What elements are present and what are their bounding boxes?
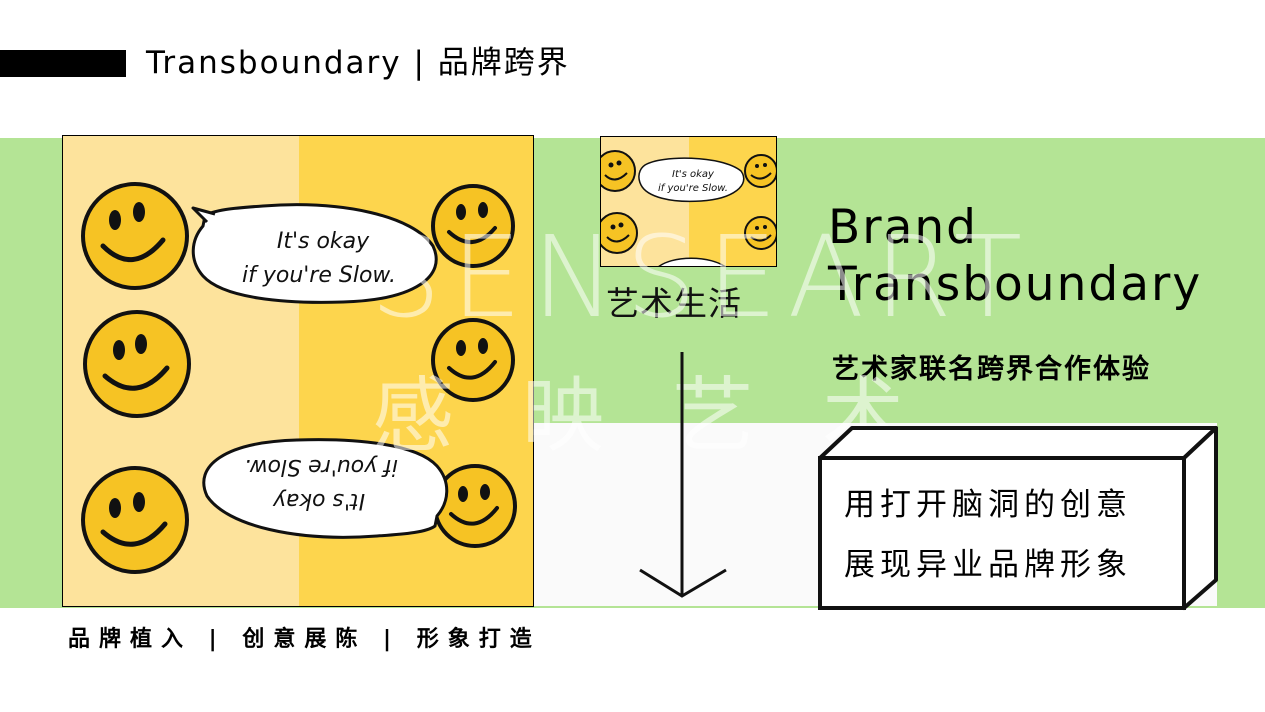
page-title: Transboundary | 品牌跨界	[146, 45, 570, 81]
thumbnail-caption: 艺术生活	[606, 284, 742, 323]
brand-heading-line2: Transboundary	[828, 257, 1203, 312]
bubble-text-line2: if you're Slow.	[244, 454, 398, 479]
smiley-icon	[744, 216, 776, 250]
smiley-artwork: It's okay if you're Slow. It's okay if y…	[63, 136, 533, 606]
watermark-en: SENSEART	[370, 213, 1033, 343]
box-text-line2: 展现异业品牌形象	[844, 547, 1132, 583]
down-arrow-icon	[639, 352, 727, 598]
bubble-text-line2: if you're Slow.	[658, 183, 728, 194]
bubble-text-line1: It's okay	[272, 488, 365, 513]
speech-bubble-top: It's okay if you're Slow.	[191, 203, 438, 304]
smiley-icon	[431, 318, 515, 402]
bubble-text-line1: It's okay	[277, 229, 370, 254]
speech-bubble-thumb: It's okay if you're Slow.	[638, 157, 745, 203]
brand-heading-line1: Brand	[828, 200, 978, 255]
smiley-icon	[433, 464, 517, 548]
smiley-icon	[744, 154, 776, 188]
footer-tagline: 品牌植入 | 创意展陈 | 形象打造	[68, 627, 541, 652]
smiley-artwork-thumb: It's okay if you're Slow.	[601, 137, 776, 266]
smiley-icon	[431, 184, 515, 268]
watermark-cn: 感映艺术	[372, 369, 973, 464]
bubble-text-line1: It's okay	[672, 169, 715, 180]
smiley-icon	[81, 182, 189, 290]
smiley-icon	[601, 150, 636, 192]
speech-bubble-bottom: It's okay if you're Slow.	[202, 438, 449, 539]
brand-subtitle: 艺术家联名跨界合作体验	[832, 354, 1151, 385]
box-text-line1: 用打开脑洞的创意	[844, 487, 1132, 523]
artwork-thumbnail: It's okay if you're Slow.	[600, 136, 777, 267]
smiley-icon	[83, 310, 191, 418]
3d-box-frame	[818, 426, 1218, 610]
header-accent-bar	[0, 50, 126, 77]
smiley-icon	[601, 212, 638, 254]
smiley-icon	[81, 466, 189, 574]
bubble-text-line2: if you're Slow.	[242, 263, 396, 288]
artwork-main: It's okay if you're Slow. It's okay if y…	[62, 135, 534, 607]
